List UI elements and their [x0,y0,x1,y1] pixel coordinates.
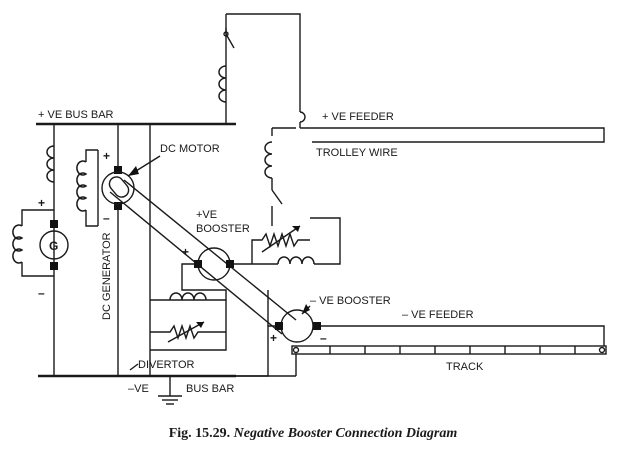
motor-field-coil [76,160,88,212]
track: TRACK [236,345,607,377]
positive-booster: + +VE BOOSTER [181,209,341,281]
track-label: TRACK [446,361,484,373]
motor-plus: + [103,149,110,163]
negative-feeder: – VE FEEDER [321,309,605,346]
booster-wiring [181,276,269,326]
motor-minus: – [103,211,110,225]
negative-booster-armature [280,309,314,343]
figure-title: Negative Booster Connection Diagram [233,426,458,441]
divertor-coil [169,292,207,301]
negative-booster-label: – VE BOOSTER [310,295,391,307]
generator-minus: – [38,286,45,300]
divertor-rheostat [150,323,226,341]
generator-armature [39,230,69,260]
generator-shunt-field-coil [12,224,24,264]
negative-booster: + – – VE BOOSTER [236,295,391,377]
dc-generator-label: DC GENERATOR [101,232,113,320]
main-generator: G + – [12,124,69,376]
divertor-circuit: DIVERTOR [129,124,227,376]
divertor-label: DIVERTOR [138,359,194,371]
positive-bus-bar-label: + VE BUS BAR [38,109,114,121]
trolley-switch [271,189,283,205]
dc-motor: + – DC MOTOR [76,124,220,376]
negative-feeder-label: – VE FEEDER [402,309,474,321]
generator-symbol: G [49,239,58,253]
positive-feeder-circuit: + VE FEEDER TROLLEY WIRE [218,13,605,226]
generator-series-field-coil [46,145,55,183]
negative-bus-bar-sign: –VE [128,383,149,395]
feeder-coil [218,65,227,103]
positive-booster-label: +VE [196,209,217,221]
figure-caption: Fig. 15.29. Negative Booster Connection … [0,426,626,442]
positive-booster-plus: + [182,245,189,259]
positive-booster-field-coil [277,256,315,265]
figure-number: Fig. 15.29. [168,426,231,441]
dc-motor-label: DC MOTOR [160,143,220,155]
negative-bus-bar-label: BUS BAR [186,383,234,395]
generator-plus: + [38,196,45,210]
negative-booster-minus: – [320,331,327,345]
trolley-coil [264,141,273,179]
ground-symbol [158,376,182,405]
positive-feeder-label: + VE FEEDER [322,111,394,123]
positive-booster-rheostat [251,231,310,264]
positive-booster-label-2: BOOSTER [196,223,250,235]
trolley-wire-label: TROLLEY WIRE [316,147,398,159]
negative-booster-plus: + [270,331,277,345]
